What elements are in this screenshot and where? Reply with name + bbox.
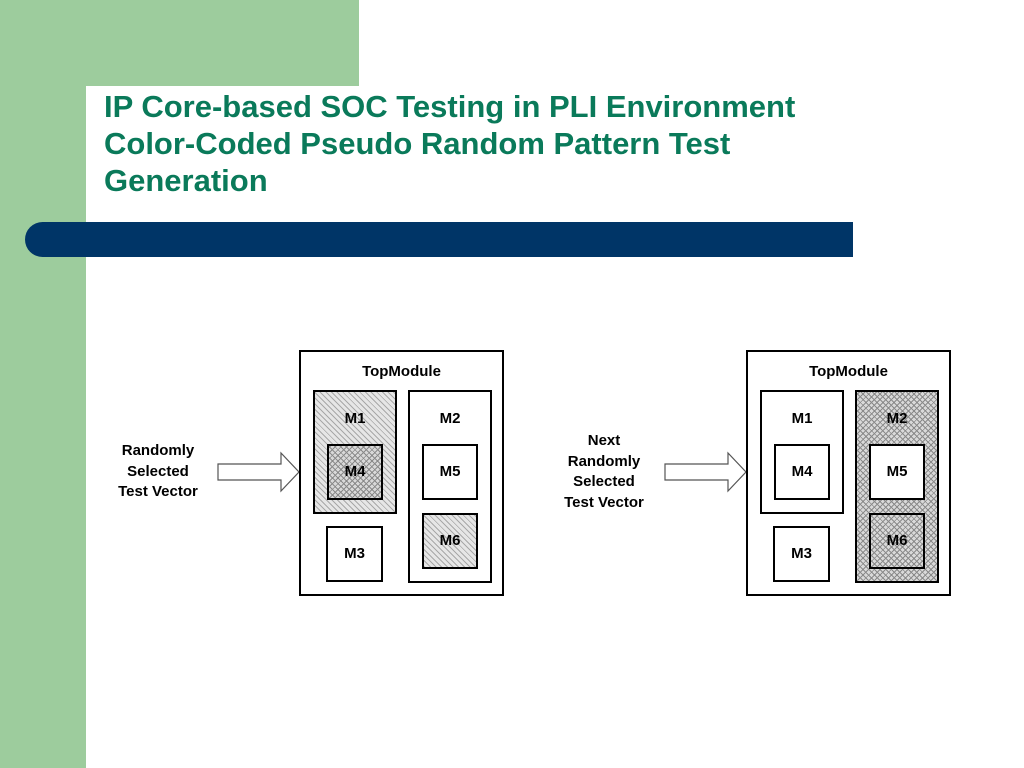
right-input-label-line-1: Next <box>587 432 621 449</box>
left-input-label-line-3: Test Vector <box>118 483 198 500</box>
right-input-label: Next Randomly Selected Test Vector <box>546 431 662 513</box>
left-module-m4-label: M4 <box>344 463 366 480</box>
left-module-m3-label: M3 <box>344 545 365 562</box>
right-module-m6: M6 <box>869 513 925 569</box>
right-module-m4: M4 <box>774 444 830 500</box>
green-top-band <box>86 0 359 86</box>
green-sidebar-band <box>0 0 86 768</box>
left-module-m1-label: M1 <box>344 410 366 427</box>
right-module-m5-label: M5 <box>886 463 908 480</box>
right-module-m2: M2 M5 M6 <box>855 390 939 583</box>
left-module-m6-label: M6 <box>439 532 461 549</box>
right-module-m2-label: M2 <box>886 410 908 427</box>
left-module-m2: M2 M5 M6 <box>408 390 492 583</box>
left-top-module: TopModule M1 M4 M3 M2 M5 M6 <box>299 350 504 596</box>
title-line-3: Generation <box>104 163 268 198</box>
left-module-m3: M3 <box>326 526 383 582</box>
title-line-2: Color-Coded Pseudo Random Pattern Test <box>104 126 731 161</box>
right-module-m1-label: M1 <box>791 410 813 427</box>
right-module-m3-label: M3 <box>791 545 812 562</box>
right-module-m3: M3 <box>773 526 830 582</box>
left-input-label-line-2: Selected <box>127 462 189 480</box>
left-input-label-line-1: Randomly <box>121 442 195 459</box>
right-input-label-line-2: Randomly <box>567 452 641 470</box>
left-module-m2-label: M2 <box>439 410 461 427</box>
right-top-module-label: TopModule <box>809 363 888 380</box>
title-line-1: IP Core-based SOC Testing in PLI Environ… <box>104 89 796 124</box>
left-module-m5: M5 <box>422 444 478 500</box>
slide-title: IP Core-based SOC Testing in PLI Environ… <box>104 88 924 199</box>
left-arrow-icon <box>217 451 300 493</box>
right-input-label-line-3: Selected <box>573 473 635 490</box>
left-module-m5-label: M5 <box>439 463 461 480</box>
right-top-module: TopModule M1 M4 M3 M2 M5 M6 <box>746 350 951 596</box>
right-module-m1: M1 M4 <box>760 390 844 514</box>
left-top-module-label: TopModule <box>362 363 441 380</box>
left-module-m4: M4 <box>327 444 383 500</box>
left-module-m1: M1 M4 <box>313 390 397 514</box>
right-module-m6-label: M6 <box>886 532 908 549</box>
right-module-m4-label: M4 <box>791 463 813 480</box>
left-module-m6: M6 <box>422 513 478 569</box>
left-input-label: Randomly Selected Test Vector <box>100 441 216 503</box>
right-module-m5: M5 <box>869 444 925 500</box>
right-input-label-line-4: Test Vector <box>564 493 644 511</box>
title-divider-bar <box>25 222 853 257</box>
right-arrow-icon <box>664 451 747 493</box>
